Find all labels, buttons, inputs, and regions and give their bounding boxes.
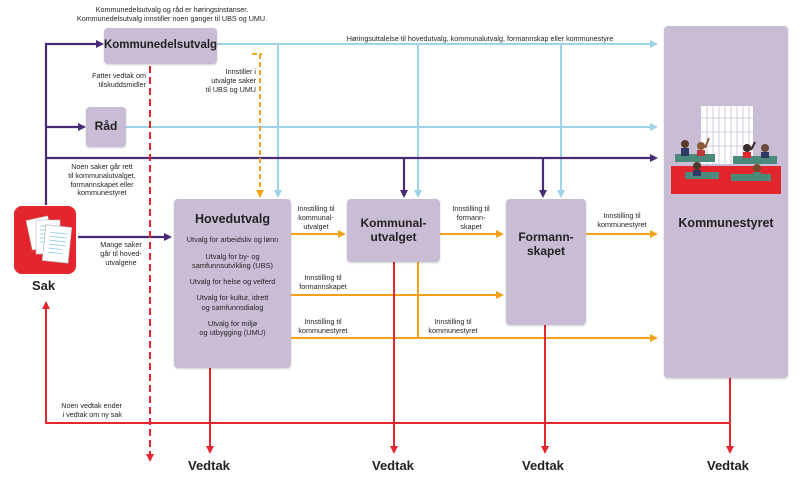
committee-item: Utvalg for arbeidsliv og lønn bbox=[174, 235, 291, 244]
to-formannskapet-line: formann- bbox=[456, 212, 486, 222]
to-kommunestyret-note-2: Innstilling til kommunestyret bbox=[290, 317, 356, 336]
direct-cases-note: Noen saker går rett til kommunalutvalget… bbox=[56, 162, 148, 198]
direct-cases-line: formannskapet eller bbox=[70, 179, 134, 189]
committee-line: og utbygging (UMU) bbox=[199, 328, 266, 338]
formannskapet-title-line2: skapet bbox=[526, 244, 566, 258]
formannskapet-title: Formann- skapet bbox=[518, 230, 574, 259]
to-kommunestyret-note-3: Innstilling til kommunestyret bbox=[420, 317, 486, 336]
hearing-statement-note: Høringsuttalelse til hovedutvalg, kommun… bbox=[300, 34, 660, 44]
rad-box: Råd bbox=[86, 107, 126, 147]
committee-line: Utvalg for miljø bbox=[207, 318, 258, 328]
committee-item: Utvalg for helse og velferd bbox=[174, 277, 291, 286]
to-kommunestyret-line: kommunestyret bbox=[428, 325, 478, 335]
to-kommunestyret-line: kommunestyret bbox=[597, 219, 647, 229]
hovedutvalg-committee-list: Utvalg for arbeidsliv og lønn Utvalg for… bbox=[174, 235, 291, 337]
case-document-icon bbox=[14, 206, 76, 274]
to-kommunalutvalget-note: Innstilling til kommunal- utvalget bbox=[288, 204, 344, 231]
top-note: Kommunedelsutvalg og råd er høringsinsta… bbox=[62, 5, 282, 24]
committee-line: Utvalg for helse og velferd bbox=[189, 277, 276, 287]
to-kommunestyret-line: kommunestyret bbox=[298, 325, 348, 335]
to-kommunalutvalget-line: Innstilling til bbox=[297, 204, 335, 213]
new-case-note: Noen vedtak ender i vedtak om ny sak bbox=[46, 401, 122, 420]
formannskapet-title-line1: Formann- bbox=[518, 230, 574, 245]
to-kommunestyret-line: Innstilling til bbox=[434, 317, 472, 326]
to-kommunestyret-note-1: Innstilling til kommunestyret bbox=[589, 211, 655, 230]
committee-item: Utvalg for miljø og utbygging (UMU) bbox=[174, 319, 291, 338]
decision-arrows bbox=[42, 55, 734, 462]
to-kommunalutvalget-line: kommunal- bbox=[298, 212, 334, 222]
kommunalutvalget-title: Kommunal- utvalget bbox=[360, 215, 427, 245]
rad-title: Råd bbox=[94, 119, 118, 134]
vedtak-label-kommunalutvalget: Vedtak bbox=[372, 458, 414, 473]
grant-decision-line: Fatter vedtak om bbox=[92, 71, 146, 80]
to-formannskapet-line: Innstilling til bbox=[304, 273, 342, 282]
many-cases-line: går til hoved- bbox=[100, 248, 142, 258]
to-kommunestyret-line: Innstilling til bbox=[304, 317, 342, 326]
grant-decision-note: Fatter vedtak om tilskuddsmidler bbox=[72, 71, 146, 90]
to-formannskapet-line: skapet bbox=[460, 221, 482, 231]
committee-item: Utvalg for by- og samfunnsutvikling (UBS… bbox=[174, 252, 291, 271]
kommunedelsutvalg-box: Kommunedelsutvalg bbox=[104, 28, 217, 64]
to-kommunalutvalget-line: utvalget bbox=[303, 221, 329, 231]
committee-line: samfunnsutvikling (UBS) bbox=[192, 260, 273, 270]
council-chamber-illustration bbox=[671, 106, 781, 194]
recommends-line: Innstiller i bbox=[225, 67, 256, 76]
kommunestyret-title: Kommunestyret bbox=[678, 216, 774, 230]
kommunalutvalget-box: Kommunal- utvalget bbox=[347, 199, 440, 262]
direct-cases-line: Noen saker går rett bbox=[71, 162, 133, 171]
to-formannskapet-note-2: Innstilling til formannskapet bbox=[290, 273, 356, 292]
vedtak-label-hovedutvalg: Vedtak bbox=[188, 458, 230, 473]
grant-decision-line: tilskuddsmidler bbox=[98, 79, 146, 89]
to-kommunestyret-line: Innstilling til bbox=[603, 211, 641, 220]
kommunestyret-box: Kommunestyret bbox=[664, 26, 788, 378]
committee-line: Utvalg for kultur, idrett bbox=[196, 293, 269, 303]
top-note-line2: Kommunedelsutvalg innstiller noen ganger… bbox=[76, 13, 268, 23]
entry-arrows bbox=[44, 40, 658, 241]
hovedutvalg-box: Hovedutvalg Utvalg for arbeidsliv og løn… bbox=[174, 199, 291, 368]
many-cases-note: Mange saker går til hoved- utvalgene bbox=[86, 240, 156, 267]
committee-line: Utvalg for by- og bbox=[205, 251, 260, 261]
committee-item: Utvalg for kultur, idrett og samfunnsdia… bbox=[174, 293, 291, 312]
to-formannskapet-line: Innstilling til bbox=[452, 204, 490, 213]
recommends-line: utvalgte saker bbox=[211, 75, 256, 85]
hovedutvalg-title: Hovedutvalg bbox=[194, 212, 270, 226]
many-cases-line: Mange saker bbox=[100, 240, 142, 249]
direct-cases-line: til kommunalutvalget, bbox=[68, 170, 136, 180]
vedtak-label-formannskapet: Vedtak bbox=[522, 458, 564, 473]
many-cases-line: utvalgene bbox=[105, 257, 137, 267]
recommends-note: Innstiller i utvalgte saker til UBS og U… bbox=[186, 67, 256, 94]
hearing-arrows bbox=[126, 40, 658, 198]
new-case-line: i vedtak om ny sak bbox=[62, 409, 122, 419]
vedtak-label-kommunestyret: Vedtak bbox=[707, 458, 749, 473]
case-label: Sak bbox=[32, 278, 56, 293]
to-formannskapet-note-1: Innstilling til formann- skapet bbox=[441, 204, 501, 231]
committee-line: Utvalg for arbeidsliv og lønn bbox=[186, 235, 279, 245]
recommendation-arrows bbox=[252, 53, 658, 342]
formannskapet-box: Formann- skapet bbox=[506, 199, 586, 325]
kommunalutvalget-title-line1: Kommunal- bbox=[360, 215, 427, 230]
to-formannskapet-line: formannskapet bbox=[299, 281, 347, 291]
kommunalutvalget-title-line2: utvalget bbox=[370, 229, 417, 244]
kommunedelsutvalg-title: Kommunedelsutvalg bbox=[103, 39, 218, 52]
top-note-line1: Kommunedelsutvalg og råd er høringsinsta… bbox=[95, 5, 249, 14]
new-case-line: Noen vedtak ender bbox=[61, 401, 122, 410]
committee-line: og samfunnsdialog bbox=[201, 302, 264, 312]
direct-cases-line: kommunestyret bbox=[77, 188, 127, 198]
recommends-line: til UBS og UMU bbox=[205, 84, 256, 94]
hearing-statement-text: Høringsuttalelse til hovedutvalg, kommun… bbox=[346, 34, 614, 43]
